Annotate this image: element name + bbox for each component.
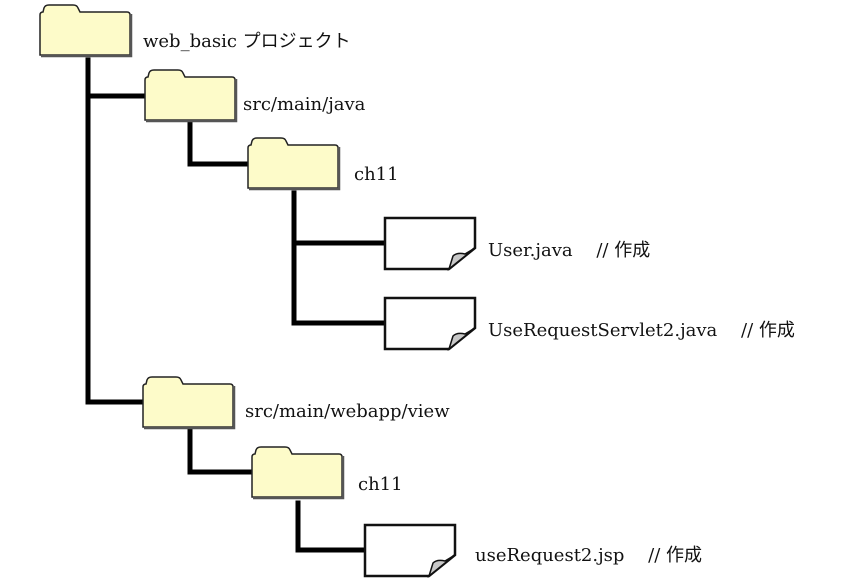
node-label: ch11 (354, 164, 399, 185)
tree-node-src-main-webapp-view[interactable]: src/main/webapp/view (141, 375, 450, 430)
tree-node-ch11-java[interactable]: ch11 (246, 136, 399, 191)
tree-node-src-main-java[interactable]: src/main/java (143, 68, 366, 123)
tree-node-root[interactable]: web_basic プロジェクト (38, 3, 351, 58)
tree-node-use-request2-jsp[interactable]: useRequest2.jsp // 作成 (363, 523, 702, 578)
file-icon (383, 296, 477, 351)
node-label: web_basic プロジェクト (143, 31, 351, 52)
node-label: src/main/java (243, 94, 366, 115)
connector-lines (85, 57, 385, 553)
node-label: src/main/webapp/view (245, 401, 450, 422)
file-icon (363, 523, 457, 578)
node-label: ch11 (358, 474, 403, 495)
folder-icon (141, 375, 236, 430)
folder-icon (250, 445, 345, 500)
folder-icon (38, 3, 133, 58)
folder-icon (143, 68, 238, 123)
node-label: User.java // 作成 (488, 240, 650, 261)
tree-node-user-java[interactable]: User.java // 作成 (383, 216, 650, 271)
node-label: UseRequestServlet2.java // 作成 (488, 320, 795, 341)
node-label: useRequest2.jsp // 作成 (475, 545, 702, 566)
tree-node-use-request-servlet2-java[interactable]: UseRequestServlet2.java // 作成 (383, 296, 795, 351)
file-icon (383, 216, 477, 271)
folder-icon (246, 136, 341, 191)
tree-node-ch11-view[interactable]: ch11 (250, 445, 403, 500)
